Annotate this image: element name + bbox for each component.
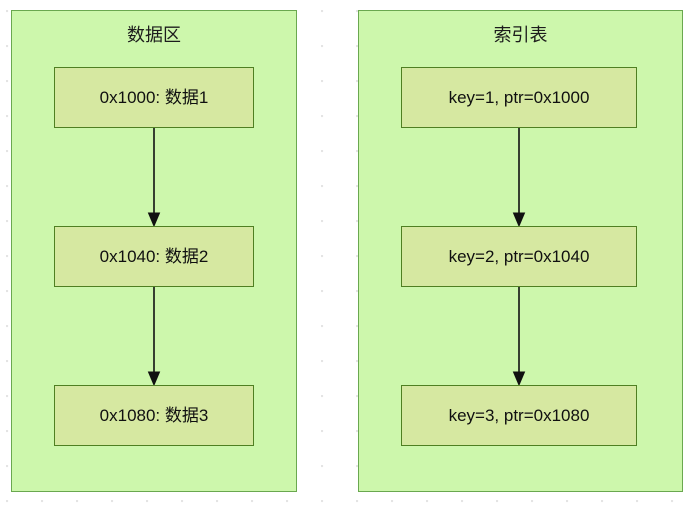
edge-index-1-to-2 [512, 128, 526, 228]
group-index-table-title: 索引表 [493, 25, 548, 45]
group-data-area-title: 数据区 [127, 25, 181, 45]
node-index-3[interactable]: key=3, ptr=0x1080 [401, 385, 637, 446]
node-data-2[interactable]: 0x1040: 数据2 [54, 226, 254, 287]
node-index-2[interactable]: key=2, ptr=0x1040 [401, 226, 637, 287]
node-data-1[interactable]: 0x1000: 数据1 [54, 67, 254, 128]
group-index-table[interactable]: 索引表 key=1, ptr=0x1000 key=2, ptr=0x1040 … [358, 10, 683, 492]
group-data-area[interactable]: 数据区 0x1000: 数据1 0x1040: 数据2 0x1080: 数据3 [11, 10, 297, 492]
edge-data-1-to-2 [147, 128, 161, 228]
node-index-1[interactable]: key=1, ptr=0x1000 [401, 67, 637, 128]
edge-data-2-to-3 [147, 287, 161, 387]
node-data-3[interactable]: 0x1080: 数据3 [54, 385, 254, 446]
edge-index-2-to-3 [512, 287, 526, 387]
